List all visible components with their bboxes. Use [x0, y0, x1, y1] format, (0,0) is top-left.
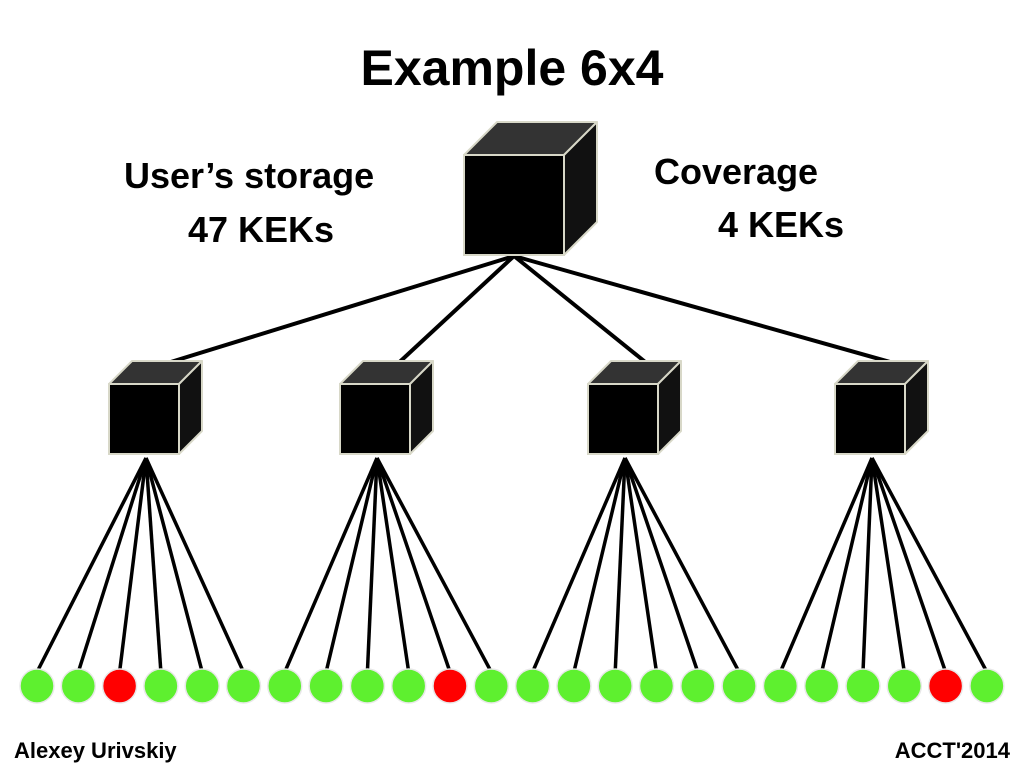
footer-author: Alexey Urivskiy — [14, 738, 177, 763]
group-1-cube-front — [108, 383, 180, 455]
edge-group-2-leaf-2 — [324, 457, 379, 673]
tree-leaves — [19, 668, 1005, 704]
group-2-cube-front — [339, 383, 411, 455]
edge-group-4-leaf-3 — [861, 457, 874, 673]
tree-edges — [35, 254, 989, 673]
group-3-leaf-6-valid — [721, 668, 757, 704]
coverage-label: Coverage — [654, 151, 819, 192]
edge-group-3-leaf-6 — [623, 457, 741, 673]
edge-group-3-leaf-5 — [623, 457, 700, 673]
group-4-leaf-5-revoked — [927, 668, 964, 704]
edge-group-1-leaf-2 — [76, 457, 148, 673]
edge-group-2-leaf-3 — [365, 457, 379, 673]
edge-group-3-leaf-1 — [530, 457, 627, 673]
group-2-leaf-5-revoked — [432, 668, 468, 704]
group-3-cube — [587, 360, 682, 455]
root-cube-front — [463, 154, 565, 256]
root-cube — [463, 121, 598, 256]
edge-group-4-leaf-2 — [819, 457, 874, 673]
edge-group-3-leaf-4 — [623, 457, 659, 673]
edge-group-3-leaf-3 — [613, 457, 627, 673]
group-1-leaf-3-revoked — [101, 668, 138, 704]
edge-group-2-leaf-1 — [283, 457, 379, 673]
group-4-leaf-3-valid — [845, 668, 881, 704]
group-2-leaf-1-valid — [267, 668, 303, 704]
group-3-cube-front — [587, 383, 659, 455]
edge-group-1-leaf-1 — [35, 457, 148, 673]
footer-venue: ACCT'2014 — [894, 738, 1010, 763]
edge-root-group-2 — [397, 254, 516, 365]
group-2-leaf-4-valid — [390, 668, 427, 704]
group-4-cube — [834, 360, 929, 455]
group-3-leaf-4-valid — [638, 668, 675, 704]
group-3-leaf-1-valid — [514, 668, 551, 704]
edge-group-1-leaf-4 — [144, 457, 163, 673]
edge-group-2-leaf-6 — [375, 457, 493, 673]
edge-group-2-leaf-4 — [375, 457, 411, 673]
group-3-leaf-5-valid — [680, 668, 716, 704]
edge-group-4-leaf-4 — [870, 457, 907, 673]
group-2-leaf-3-valid — [349, 668, 386, 704]
edge-root-group-4 — [513, 254, 895, 365]
slide-title: Example 6x4 — [360, 40, 664, 96]
edge-group-2-leaf-5 — [375, 457, 452, 673]
group-3-leaf-3-valid — [597, 668, 633, 704]
group-4-leaf-4-valid — [886, 668, 923, 704]
edge-group-1-leaf-5 — [144, 457, 204, 673]
group-3-leaf-2-valid — [556, 668, 592, 704]
group-1-leaf-4-valid — [143, 668, 179, 704]
storage-label: User’s storage — [124, 155, 375, 196]
group-1-leaf-2-valid — [60, 668, 97, 704]
edge-group-4-leaf-6 — [870, 457, 989, 673]
edge-root-group-3 — [512, 254, 648, 365]
coverage-value: 4 KEKs — [718, 204, 845, 245]
edge-group-4-leaf-5 — [870, 457, 948, 673]
group-2-leaf-6-valid — [473, 668, 510, 704]
group-2-leaf-2-valid — [308, 668, 344, 704]
tree-nodes — [108, 121, 929, 455]
storage-value: 47 KEKs — [188, 209, 335, 250]
edge-group-3-leaf-2 — [572, 457, 627, 673]
group-4-cube-front — [834, 383, 906, 455]
edge-group-4-leaf-1 — [778, 457, 874, 673]
group-4-leaf-1-valid — [762, 668, 799, 704]
edge-group-1-leaf-6 — [144, 457, 246, 673]
group-1-leaf-1-valid — [19, 668, 55, 704]
group-2-cube — [339, 360, 434, 455]
group-4-leaf-6-valid — [969, 668, 1005, 704]
edge-root-group-1 — [166, 254, 515, 365]
group-4-leaf-2-valid — [803, 668, 840, 704]
edge-group-1-leaf-3 — [117, 457, 148, 673]
group-1-cube — [108, 360, 203, 455]
group-1-leaf-5-valid — [184, 668, 220, 704]
group-1-leaf-6-valid — [225, 668, 262, 704]
